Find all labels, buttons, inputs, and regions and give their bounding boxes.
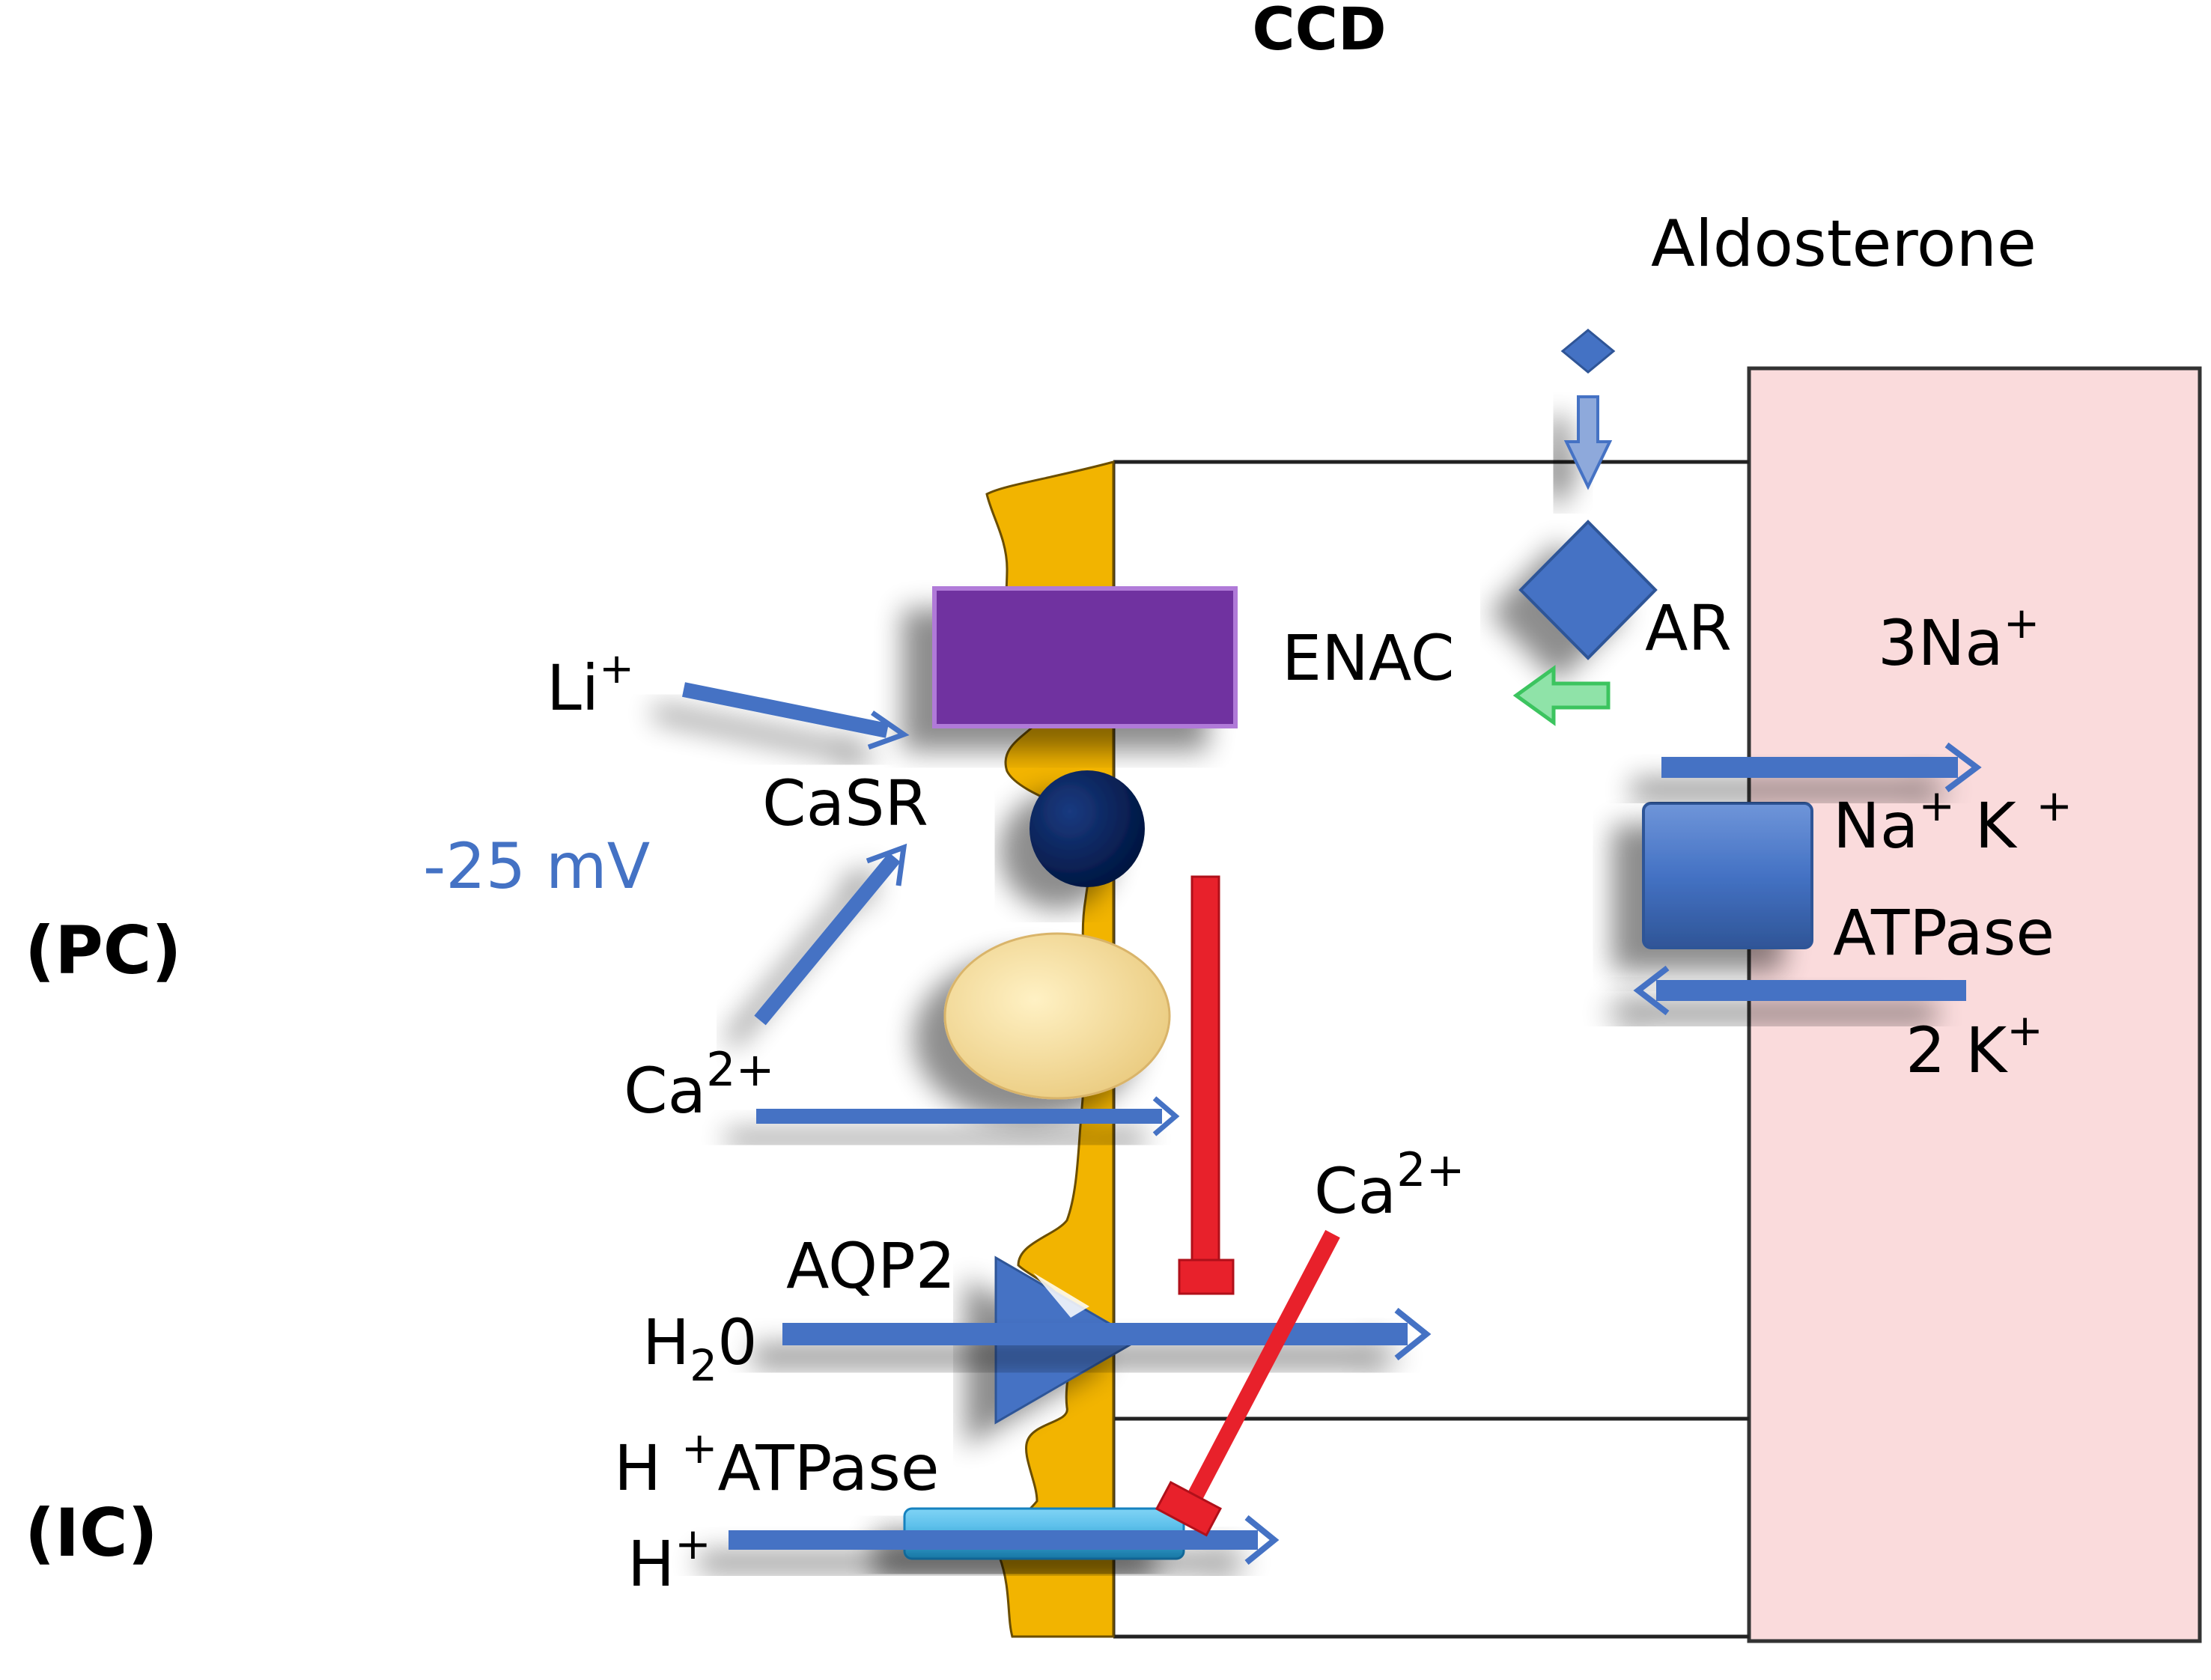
casr-inhibits-aqp2 — [1178, 875, 1235, 1295]
k-influx-arrow — [1633, 965, 1966, 1016]
diagram-title: CCD — [1252, 0, 1386, 64]
k-ion-label: 2 K+ — [1906, 1005, 2043, 1087]
proton-label: H+ — [627, 1518, 711, 1601]
ca-influx-arrow — [756, 1096, 1180, 1136]
ar-label: AR — [1645, 591, 1732, 665]
proton-secretion-arrow — [729, 1515, 1280, 1565]
enac-channel — [932, 586, 1238, 728]
ca-inhibits-h-atpase — [1155, 1229, 1340, 1537]
ca-ion-label-upper: Ca2+ — [624, 1042, 775, 1127]
ic-label: (IC) — [25, 1494, 158, 1571]
casr-receptor — [1030, 770, 1145, 887]
aldosterone-receptor — [1518, 520, 1658, 660]
enac-label: ENAC — [1282, 621, 1455, 695]
ca-ion-label-lower: Ca2+ — [1314, 1142, 1465, 1228]
water-label: H20 — [642, 1306, 758, 1391]
voltage-label: -25 mV — [423, 830, 650, 903]
na-ion-label: 3Na+ — [1878, 597, 2040, 680]
aldosterone-label: Aldosterone — [1651, 207, 2037, 281]
aldosterone-entry-arrow — [1563, 395, 1613, 490]
calcium-channel — [943, 932, 1171, 1100]
water-flow-arrow — [782, 1307, 1432, 1361]
na-k-atpase-pump — [1642, 802, 1813, 949]
na-k-atpase-label-line1: Na+ K + — [1833, 780, 2072, 862]
casr-label: CaSR — [762, 767, 928, 840]
ca-to-casr-arrow — [754, 843, 907, 1026]
h-atpase-label: H +ATPase — [614, 1422, 940, 1505]
aldosterone-molecule — [1560, 329, 1616, 374]
li-ion-label: Li+ — [547, 645, 634, 725]
na-k-atpase-label-line2: ATPase — [1833, 896, 2055, 970]
pc-label: (PC) — [25, 912, 182, 989]
interstitium-block — [1747, 366, 2202, 1643]
na-efflux-arrow — [1661, 742, 1982, 793]
ar-to-enac-arrow — [1512, 665, 1611, 726]
li-uptake-arrow — [682, 682, 910, 750]
aqp2-label: AQP2 — [786, 1229, 955, 1303]
